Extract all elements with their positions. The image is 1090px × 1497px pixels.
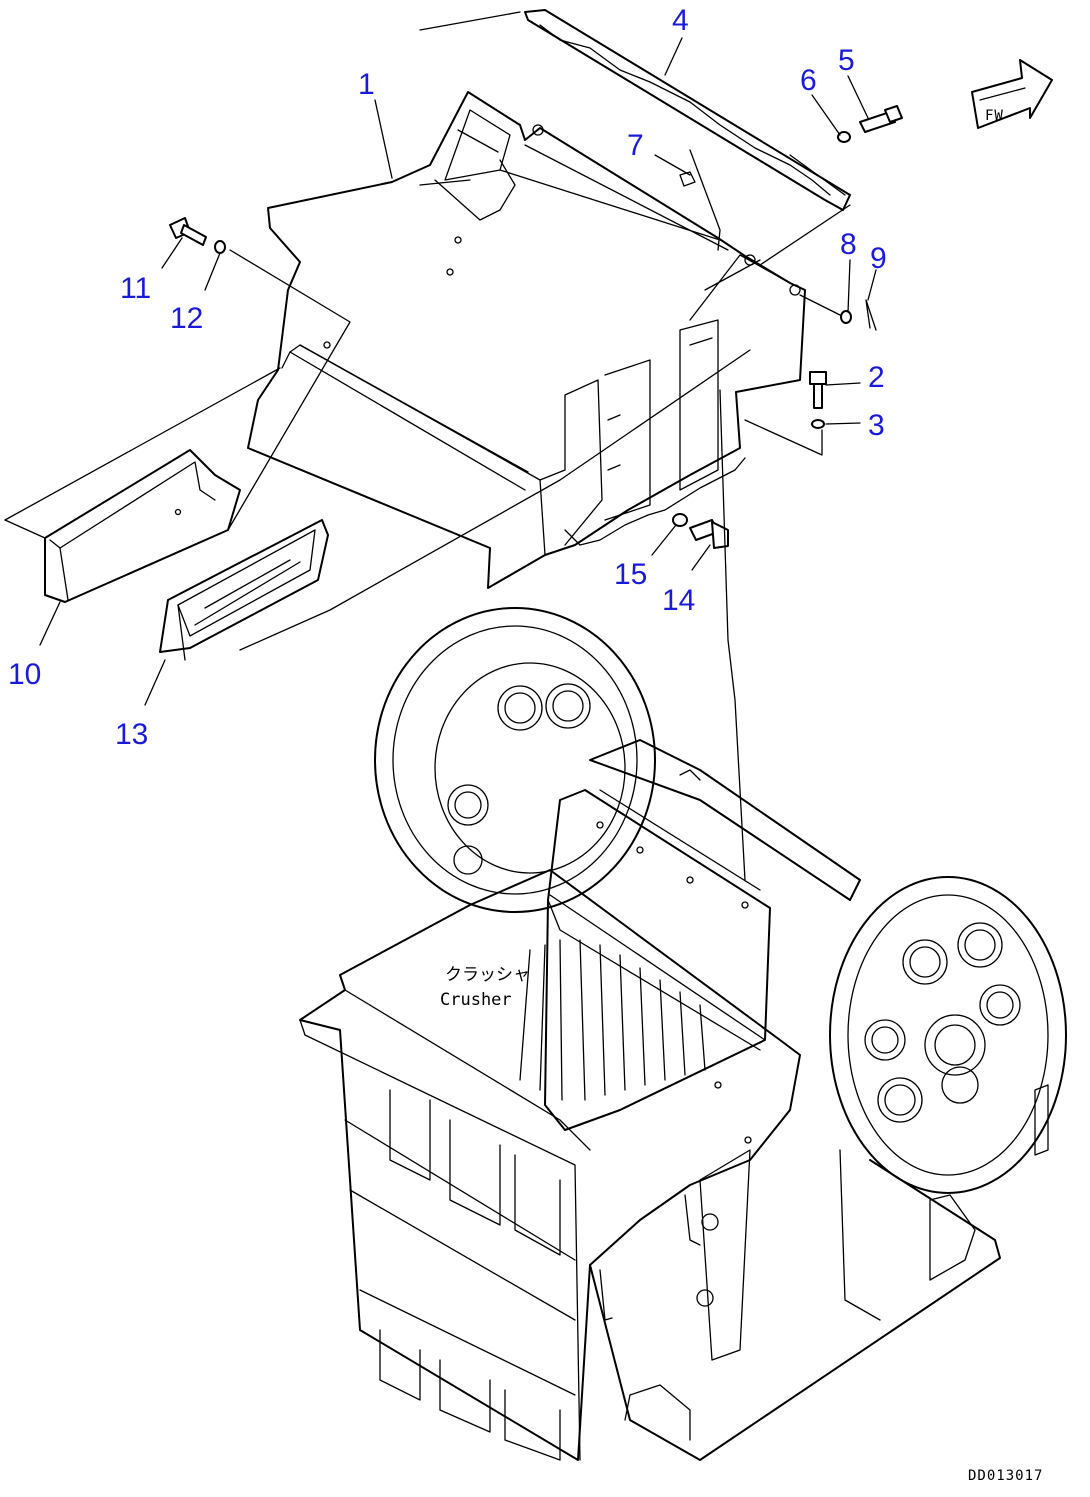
bolt-part-14 [689,519,729,549]
callout-15: 15 [614,558,647,591]
callout-5: 5 [838,44,855,77]
callout-9: 9 [870,242,887,275]
hopper-part-1 [247,91,806,589]
crusher-body: クラッシャ Crusher [299,607,1067,1461]
drawing-number: DD013017 [968,1468,1043,1484]
callout-8: 8 [840,228,857,261]
callout-1: 1 [358,68,375,101]
plate-part-4 [524,9,851,211]
direction-arrow-icon: FW [971,59,1053,129]
callout-12: 12 [170,302,203,335]
callout-6: 6 [800,64,817,97]
washer-part-3 [811,419,825,429]
crusher-label-en: Crusher [440,990,512,1010]
washer-part-8 [840,310,852,324]
assembly-lines [4,11,851,881]
direction-label: FW [985,108,1004,124]
callout-11: 11 [120,272,151,305]
callout-13: 13 [115,718,148,751]
washer-part-15 [672,513,688,527]
washer-part-12 [214,240,226,254]
callout-14: 14 [662,584,695,617]
callout-3: 3 [868,409,885,442]
bolt-part-5 [859,105,903,133]
washer-part-6 [837,131,851,143]
liner-part-10 [44,449,241,603]
callout-10: 10 [8,658,41,691]
liner-part-13 [159,519,329,661]
callout-4: 4 [672,4,689,37]
bolt-part-11 [169,217,207,246]
callouts: 1 2 3 4 5 6 7 8 9 10 11 12 13 14 15 [8,4,887,751]
bolt-part-2 [809,371,827,409]
crusher-label-jp: クラッシャ [445,965,530,985]
leader-lines [39,37,877,706]
callout-2: 2 [868,361,885,394]
pin-part-9 [865,299,877,331]
callout-7: 7 [627,129,644,162]
